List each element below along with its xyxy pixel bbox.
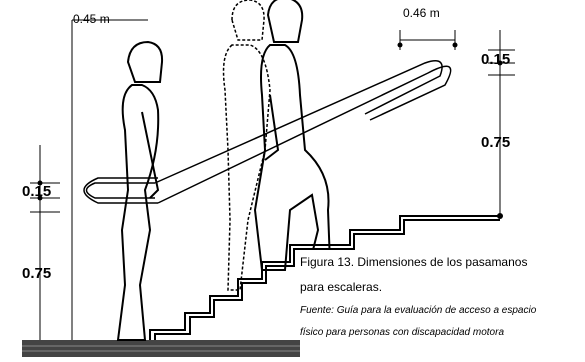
dimension-label-right-extension: 0.15 xyxy=(481,51,511,68)
stair-steps xyxy=(149,215,500,340)
standing-figure xyxy=(116,40,164,341)
caption-source-line2: físico para personas con discapacidad mo… xyxy=(300,327,505,338)
figure-caption: Figura 13. Dimensiones de los pasamanos … xyxy=(300,250,585,344)
caption-title-line1: Figura 13. Dimensiones de los pasamanos xyxy=(300,255,528,269)
dimension-markers xyxy=(37,42,503,219)
caption-title-line2: para escaleras. xyxy=(300,280,383,294)
dashed-figure xyxy=(222,0,271,291)
dimension-label-top-left: 0.45 m xyxy=(73,12,110,26)
ground-strip xyxy=(22,340,300,357)
dimension-label-left-extension: 0.15 xyxy=(22,183,52,200)
dimension-label-right-height: 0.75 xyxy=(481,134,511,151)
dimension-label-top-right: 0.46 m xyxy=(403,6,440,20)
handrail xyxy=(83,60,452,204)
caption-source-line1: Fuente: Guía para la evaluación de acces… xyxy=(300,305,537,316)
climbing-figure xyxy=(253,0,332,271)
dimension-label-left-height: 0.75 xyxy=(22,265,52,282)
